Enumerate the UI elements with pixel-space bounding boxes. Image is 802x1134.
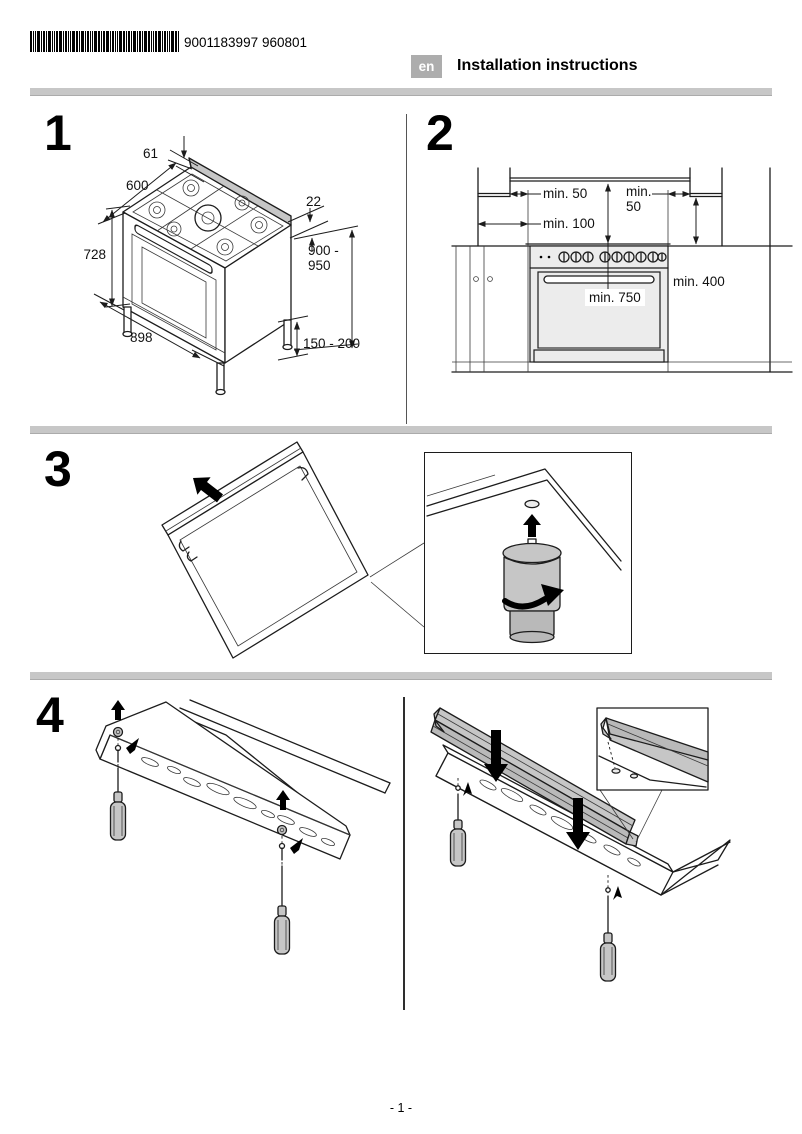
barcode-number: 9001183997: [184, 35, 259, 50]
print-code: 960801: [262, 35, 308, 50]
oven-door: [131, 224, 217, 351]
cooker-front-view: [525, 243, 671, 363]
adjustable-foot-drawing: [426, 468, 622, 644]
up-arrow-icon: [463, 782, 472, 796]
rail-hook: [625, 831, 639, 847]
column-divider-fig4: [403, 697, 405, 1010]
cabinet-handle: [487, 276, 493, 282]
fastener-right: [599, 875, 622, 982]
hook-detail-inset: [596, 707, 709, 791]
up-arrow-icon: [111, 700, 125, 720]
oven-door: [537, 271, 661, 349]
dim-label-900-950: 900 - 950: [308, 243, 339, 273]
screwdriver-icon: [273, 865, 291, 955]
down-arrow-icon: [484, 730, 508, 782]
panel-hook: [178, 540, 190, 552]
figure3-foot-detail-inset: [424, 452, 632, 654]
barcode: [30, 31, 179, 52]
dim-label-min750: min. 750: [585, 289, 645, 306]
foot-hole: [524, 499, 540, 509]
screwdriver-icon: [449, 793, 467, 867]
cooker-body: [122, 157, 293, 396]
figure2-number: 2: [426, 105, 454, 161]
fastener-left: [109, 700, 139, 841]
figure4-right-plinth-drawing: [430, 707, 731, 982]
figure2-dimension-lines: [477, 183, 699, 298]
figure1-cooker-isometric-drawing: [93, 136, 359, 396]
panel-hook: [186, 551, 198, 562]
page-title: Installation instructions: [457, 57, 638, 74]
insert-arrow-icon: [290, 838, 303, 854]
dim-label-600: 600: [126, 178, 149, 193]
dim-label-min100: min. 100: [543, 216, 595, 231]
control-knobs: [539, 251, 667, 263]
oven-handle: [543, 275, 655, 284]
rotate-arrow-icon: [502, 584, 564, 610]
page-number: - 1 -: [389, 1101, 413, 1115]
rail-hook: [433, 707, 445, 733]
figure3-number: 3: [44, 441, 72, 497]
section-divider-top: [30, 88, 772, 96]
language-badge: en: [411, 55, 442, 78]
up-arrow-icon: [276, 790, 290, 810]
base-frame: [95, 699, 391, 860]
appliance-base-corner: [426, 468, 622, 571]
section-divider-mid1: [30, 426, 772, 434]
cabinet-handle: [473, 276, 479, 282]
down-arrow-icon: [566, 798, 590, 850]
up-arrow-icon: [613, 886, 622, 900]
dim-label-22: 22: [306, 194, 322, 209]
dim-label-61: 61: [143, 146, 159, 161]
up-arrow-icon: [523, 514, 541, 537]
panel-hook: [297, 466, 309, 481]
figure3-back-panel-drawing: [161, 441, 425, 659]
screwdriver-icon: [599, 895, 617, 982]
figure1-dimension-lines: [93, 136, 359, 367]
dim-label-150-200: 150 - 200: [303, 336, 361, 351]
dim-label-728: 728: [83, 247, 106, 262]
column-divider-fig1-fig2: [406, 114, 407, 424]
fastener-left: [449, 778, 472, 867]
dim-label-min400: min. 400: [673, 274, 725, 289]
fastener-right: [273, 790, 303, 955]
figure2-clearance-drawing: [451, 167, 793, 373]
figure4-number: 4: [36, 687, 64, 743]
screwdriver-icon: [109, 767, 127, 841]
dim-label-898: 898: [130, 330, 153, 345]
frame-slots: [479, 779, 641, 867]
direction-arrow-icon: [193, 477, 223, 503]
insert-arrow-icon: [126, 738, 139, 754]
back-panel: [161, 441, 369, 659]
dim-label-min50-right: min. 50: [626, 184, 652, 214]
dim-label-min50-left: min. 50: [543, 186, 588, 201]
section-divider-mid2: [30, 672, 772, 680]
figure4-left-frame-drawing: [95, 699, 391, 955]
rail-hook: [600, 717, 612, 740]
figure1-number: 1: [44, 105, 72, 161]
oven-handle: [134, 224, 213, 274]
frame-slots: [141, 757, 335, 847]
